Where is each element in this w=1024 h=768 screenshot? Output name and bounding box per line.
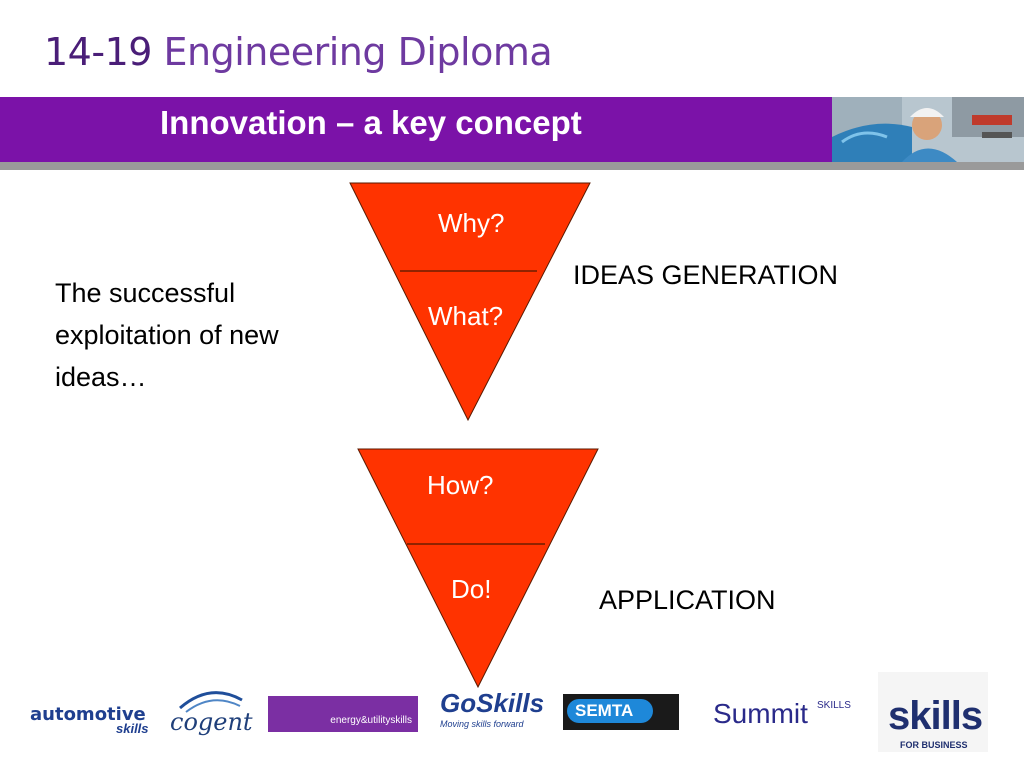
what-label: What?	[428, 301, 504, 331]
energy-utility-skills-logo: energy&utilityskills	[268, 696, 418, 732]
diploma-name: Engineering Diploma	[163, 30, 553, 74]
banner-divider	[0, 162, 1024, 170]
slide-title: Innovation – a key concept	[160, 104, 582, 141]
application-triangle	[357, 448, 599, 689]
why-label: Why?	[438, 208, 505, 238]
diploma-title: 14-19 Engineering Diploma	[44, 30, 553, 74]
partner-logos: automotive skills cogent energy&utilitys…	[0, 672, 1024, 768]
ideas-generation-label: IDEAS GENERATION	[573, 260, 839, 290]
application-label: APPLICATION	[599, 585, 776, 615]
engineer-photo	[832, 97, 1024, 162]
do-label: Do!	[451, 574, 492, 604]
ideas-triangle	[349, 182, 591, 422]
goskills-logo: GoSkills Moving skills forward	[440, 688, 545, 729]
how-label: How?	[427, 470, 494, 500]
cogent-logo: cogent	[170, 686, 253, 746]
automotive-skills-logo: automotive skills	[30, 704, 149, 736]
summit-skills-logo: Summit SKILLS	[713, 698, 851, 729]
skills-for-business-logo: skills FOR BUSINESS	[878, 672, 988, 752]
semta-logo: SEMTA	[563, 694, 679, 730]
title-banner	[0, 97, 832, 162]
body-text: The successful exploitation of new ideas…	[55, 278, 279, 392]
diploma-number: 14-19	[44, 30, 152, 74]
